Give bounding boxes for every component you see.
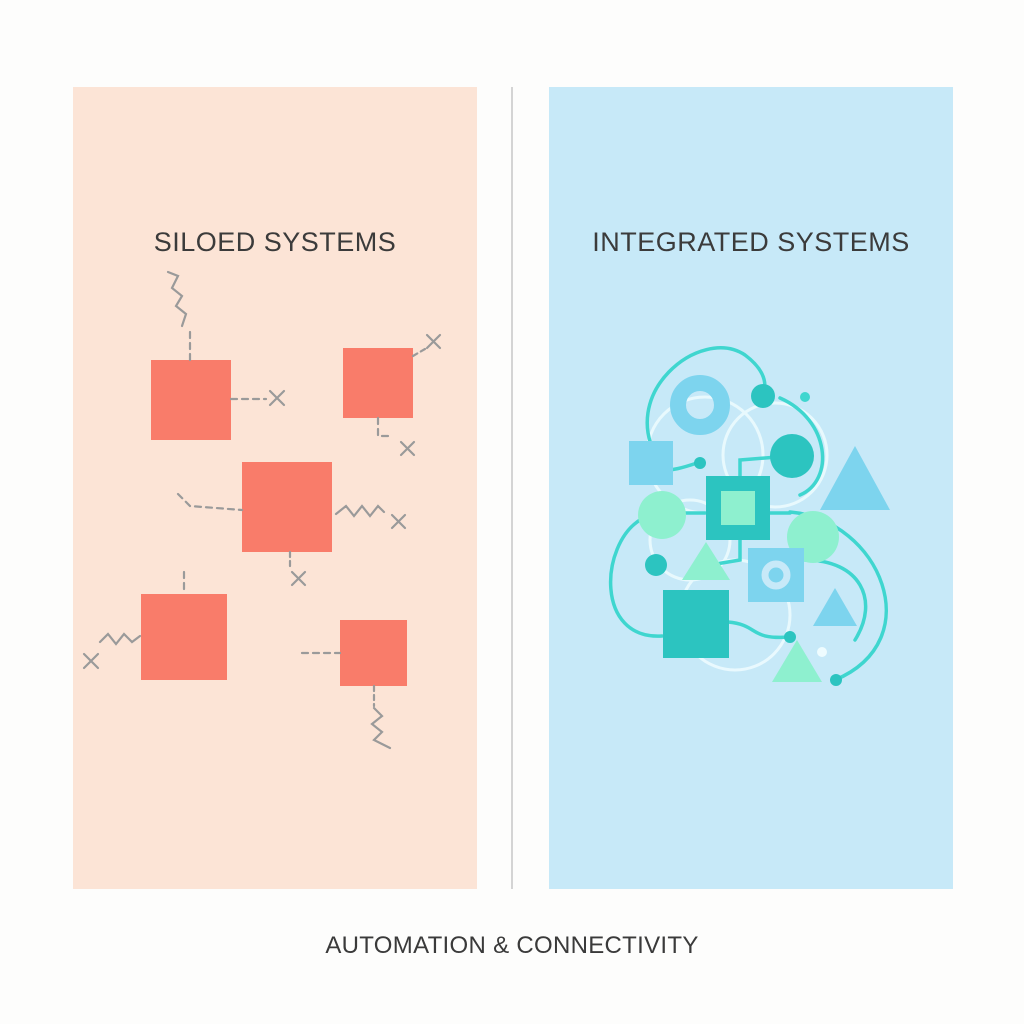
x-mark-icon — [290, 570, 307, 587]
silo-block-4 — [141, 594, 227, 680]
dashed-connector — [411, 347, 427, 358]
endpoint-dot — [817, 647, 827, 657]
triangle-node — [820, 446, 890, 510]
x-mark-icon — [82, 652, 100, 670]
connector-curve — [803, 558, 868, 642]
zigzag-icon — [370, 706, 392, 750]
triangle-node — [813, 588, 857, 626]
central-hub-inner — [721, 491, 755, 525]
siloed-systems-panel: SILOED SYSTEMS — [73, 87, 477, 889]
ring-node — [761, 560, 791, 590]
connector-curve — [645, 346, 767, 464]
endpoint-dot — [645, 554, 667, 576]
x-mark-icon — [425, 333, 442, 350]
zigzag-icon — [98, 632, 142, 646]
siloed-systems-title: SILOED SYSTEMS — [153, 227, 397, 257]
connector-curve — [708, 538, 742, 567]
silo-block-3 — [242, 462, 332, 552]
panel-divider — [511, 87, 513, 889]
square-node — [663, 590, 729, 658]
triangle-node — [682, 542, 730, 580]
connector-curve — [608, 518, 664, 638]
silo-block-1 — [151, 360, 231, 440]
endpoint-dot — [784, 631, 796, 643]
connector-curve — [778, 396, 825, 497]
connector-curve — [726, 620, 792, 640]
silo-block-5 — [340, 620, 407, 686]
endpoint-dot — [800, 392, 810, 402]
zigzag-icon — [334, 504, 386, 518]
endpoint-dot — [830, 674, 842, 686]
dashed-connector — [376, 416, 394, 438]
diagram-caption: AUTOMATION & CONNECTIVITY — [325, 932, 699, 959]
circle-node — [638, 491, 686, 539]
silo-block-2 — [343, 348, 413, 418]
dashed-connector — [176, 492, 244, 512]
x-mark-icon — [399, 440, 416, 457]
square-node — [629, 441, 673, 485]
integrated-systems-panel: INTEGRATED SYSTEMS — [549, 87, 953, 889]
circle-node — [770, 434, 814, 478]
ring-node — [670, 375, 730, 435]
triangle-node — [772, 640, 822, 682]
x-mark-icon — [390, 513, 407, 530]
zigzag-icon — [166, 270, 188, 328]
endpoint-dot — [694, 457, 706, 469]
x-mark-icon — [268, 389, 286, 407]
hub-dot — [751, 384, 775, 408]
integrated-systems-title: INTEGRATED SYSTEMS — [592, 227, 910, 257]
siloed-diagram — [82, 270, 442, 750]
integrated-diagram — [608, 346, 890, 686]
